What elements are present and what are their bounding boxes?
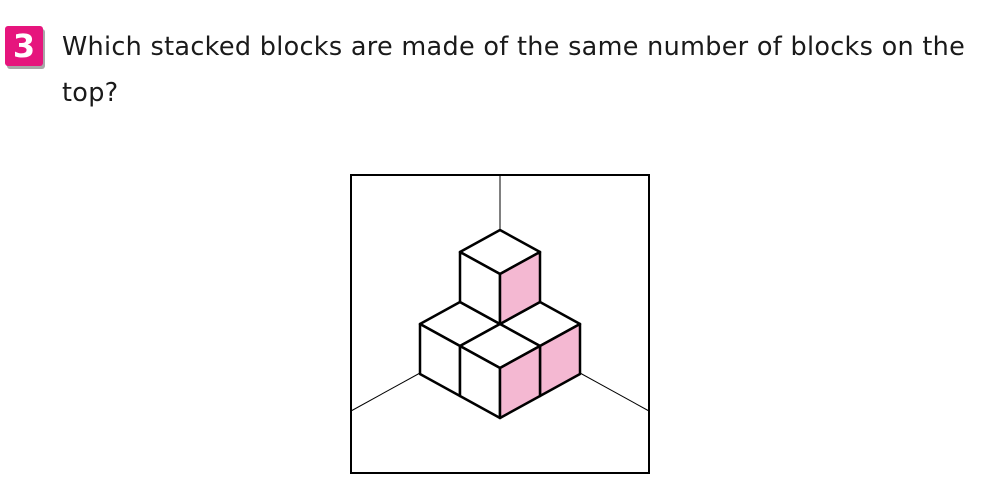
stacked-blocks-drawing	[350, 174, 650, 474]
question-text: Which stacked blocks are made of the sam…	[62, 32, 966, 108]
block-front	[458, 322, 542, 420]
stacked-blocks-figure	[350, 174, 650, 474]
question-number-badge: 3	[5, 26, 43, 66]
block-top	[458, 228, 542, 326]
guide-line-left	[350, 372, 421, 412]
guide-line-right	[579, 372, 650, 412]
